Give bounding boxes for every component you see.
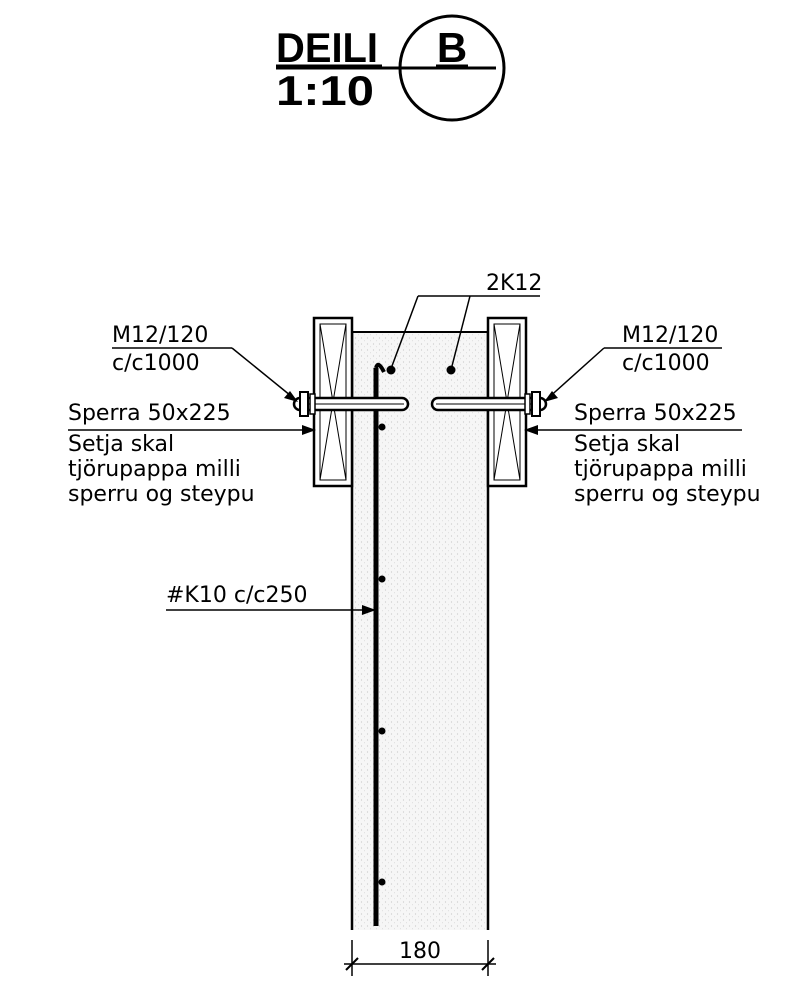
bolt-left xyxy=(292,391,410,417)
sperra-left-line1: Sperra 50x225 xyxy=(68,401,231,426)
leader-bolt-right: M12/120 c/c1000 xyxy=(544,323,722,402)
title-block: DEILI 1:10 B xyxy=(276,14,506,122)
bolt-right xyxy=(430,391,548,417)
bolt-right-line1: M12/120 xyxy=(622,323,718,348)
mesh-rebar-hook xyxy=(374,362,386,373)
bolt-left-line1: M12/120 xyxy=(112,323,208,348)
sperra-right-line4: sperru og steypu xyxy=(574,482,761,507)
leader-bolt-left: M12/120 c/c1000 xyxy=(112,323,298,402)
sperra-right-line1: Sperra 50x225 xyxy=(574,401,737,426)
sperra-right-line2: Setja skal xyxy=(574,432,680,457)
scale-label: 1:10 xyxy=(276,67,374,114)
horizontal-bar-dots xyxy=(378,423,386,886)
rebar-dot xyxy=(378,878,386,886)
top-rebar-left xyxy=(386,365,396,375)
mesh-label: #K10 c/c250 xyxy=(166,583,307,608)
leader-mesh: #K10 c/c250 xyxy=(166,583,376,615)
top-rebar-right xyxy=(446,365,456,375)
detail-circle xyxy=(398,14,506,122)
sperra-left-line4: sperru og steypu xyxy=(68,482,255,507)
leader-sperra-left: Sperra 50x225 Setja skal tjörupappa mill… xyxy=(68,401,316,507)
wall-section xyxy=(352,332,488,930)
dimension-180: 180 xyxy=(344,939,496,976)
bolt-left-line2: c/c1000 xyxy=(112,351,200,376)
leader-top-rebar: 2K12 xyxy=(391,271,542,367)
rebar-dot xyxy=(378,423,386,431)
sperra-left-line2: Setja skal xyxy=(68,432,174,457)
rebar-dot xyxy=(378,727,386,735)
detail-word: DEILI xyxy=(276,24,378,71)
detail-letter: B xyxy=(437,24,467,71)
dimension-label: 180 xyxy=(399,939,441,964)
top-rebar-label: 2K12 xyxy=(486,271,542,296)
sperra-left-line3: tjörupappa milli xyxy=(68,457,241,482)
sperra-right-line3: tjörupappa milli xyxy=(574,457,747,482)
leader-sperra-right: Sperra 50x225 Setja skal tjörupappa mill… xyxy=(524,401,761,507)
concrete-wall xyxy=(350,331,490,930)
rebar-dot xyxy=(378,575,386,583)
bolt-right-line2: c/c1000 xyxy=(622,351,710,376)
